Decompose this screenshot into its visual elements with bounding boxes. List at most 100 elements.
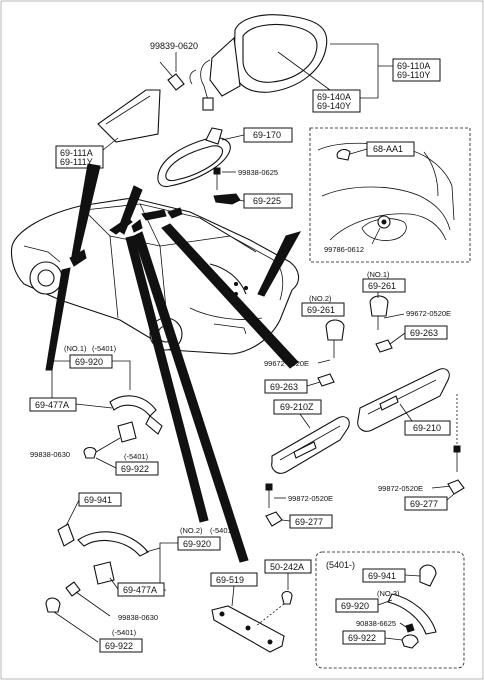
box-69-263-b <box>264 379 308 394</box>
box-69-477A-b <box>117 582 165 597</box>
label-69-110Y: 69-110Y <box>397 70 430 80</box>
label-69-922-b: 69-922 <box>105 641 133 651</box>
box-69-110 <box>392 58 441 82</box>
label-69-140Y: 69-140Y <box>317 101 351 111</box>
sun-visor-left <box>271 416 350 474</box>
screw-99838-0630-b <box>65 581 111 617</box>
label-5401-a: (-5401) <box>92 344 117 353</box>
label-69-261-a: 69-261 <box>368 281 396 291</box>
label-69-170: 69-170 <box>253 130 281 140</box>
label-69-477A-b: 69-477A <box>123 585 157 595</box>
box-69-920-c <box>335 598 379 613</box>
label-69-263-a: 69-263 <box>410 328 438 338</box>
holder-69-277-a <box>265 511 283 527</box>
cover-69-941-b <box>419 564 437 587</box>
box-69-922-c <box>342 630 386 645</box>
clip-50-242A <box>281 590 293 605</box>
screw-99838-0630-a <box>83 437 121 459</box>
cover-69-922-c <box>401 634 419 649</box>
visor-bracket-no1 <box>369 295 389 330</box>
label-99838-0625: 99838-0625 <box>238 168 278 177</box>
leader-beams <box>45 163 302 563</box>
holder-69-277-b <box>447 479 465 495</box>
box-69-920-a <box>69 354 113 369</box>
box-69-140 <box>312 89 361 113</box>
label-69-225: 69-225 <box>253 196 281 206</box>
screw-99872-a <box>265 483 273 508</box>
sun-visor-right <box>357 368 450 432</box>
label-69-210Z: 69-210Z <box>280 402 314 412</box>
screw-99839-0620 <box>159 61 185 91</box>
label-69-111Y: 69-111Y <box>60 157 93 167</box>
inset-5401-frame <box>315 551 465 669</box>
label-5401-plus: (5401-) <box>326 560 355 570</box>
label-99838-0630-a: 99838-0630 <box>30 450 70 459</box>
label-no2-5401: (NO.2) <box>180 526 203 535</box>
box-69-920-b <box>177 536 221 551</box>
label-69-210: 69-210 <box>413 423 441 433</box>
box-69-477A-a <box>29 397 77 412</box>
label-69-477A-a: 69-477A <box>35 400 69 410</box>
label-69-140A: 69-140A <box>317 92 351 102</box>
screw-90838-6625 <box>399 622 415 633</box>
inside-mirror <box>157 127 231 188</box>
label-99786-0612: 99786-0612 <box>324 245 364 254</box>
label-5401-d: (-5401) <box>112 628 137 637</box>
trunk-detail <box>317 142 455 241</box>
box-69-210 <box>404 420 451 436</box>
label-no3: (NO.3) <box>377 589 400 598</box>
label-69-920-a: 69-920 <box>75 357 103 367</box>
cover-69-225 <box>213 193 241 205</box>
label-69-941-a: 69-941 <box>84 495 112 505</box>
box-69-941-b <box>362 568 406 583</box>
assist-handle-no1 <box>109 395 163 443</box>
label-99838-0630-b: 99838-0630 <box>118 613 158 622</box>
label-no2-a: (NO.2) <box>309 294 332 303</box>
label-99872-0520E-b: 99872-0520E <box>378 484 423 493</box>
plate-69-519 <box>211 605 285 653</box>
assist-handle-no2 <box>77 531 149 585</box>
label-69-920-c: 69-920 <box>341 601 369 611</box>
label-69-922-a: 69-922 <box>121 464 149 474</box>
label-5401-c: (-5401) <box>210 526 235 535</box>
visor-bracket-no2 <box>325 319 345 358</box>
cover-69-922-b <box>45 597 61 613</box>
box-69-210Z <box>273 399 322 415</box>
box-69-941-a <box>78 492 122 507</box>
box-69-111 <box>55 145 104 169</box>
label-69-263-b: 69-263 <box>270 382 298 392</box>
label-69-111A: 69-111A <box>60 148 93 158</box>
clip-69-263-b <box>317 373 335 387</box>
label-69-941-b: 69-941 <box>368 571 396 581</box>
label-90838-6625: 90838-6625 <box>356 619 396 628</box>
clip-69-263-a <box>375 339 393 353</box>
label-69-922-c: 69-922 <box>348 633 376 643</box>
label-69-277-a: 69-277 <box>295 517 323 527</box>
box-69-922-a <box>115 461 159 476</box>
label-99672-0520E-b: 99672-0520E <box>264 359 309 368</box>
label-99872-0520E-a: 99872-0520E <box>288 494 333 503</box>
box-69-922-b <box>99 638 143 653</box>
outside-mirror <box>189 14 328 111</box>
box-69-277-b <box>404 496 448 511</box>
label-69-277-b: 69-277 <box>410 499 438 509</box>
label-no1-a: (NO.1) <box>367 270 390 279</box>
label-69-519: 69-519 <box>216 575 244 585</box>
label-99839-0620: 99839-0620 <box>150 41 198 51</box>
box-69-263-a <box>404 325 448 340</box>
label-99672-0520E-a: 99672-0520E <box>406 309 451 318</box>
inner-garnish <box>97 89 161 143</box>
box-69-261-b <box>301 302 345 317</box>
box-69-277-a <box>289 514 333 529</box>
screw-99838-0625 <box>213 167 221 190</box>
cover-69-941-a <box>57 523 75 547</box>
screw-99872-b <box>453 394 461 472</box>
trunk-detail-frame <box>309 127 471 263</box>
assist-handle-no3 <box>387 593 437 635</box>
label-50-242A: 50-242A <box>270 562 304 572</box>
label-69-920-b: 69-920 <box>183 539 211 549</box>
label-69-261-b: 69-261 <box>307 305 335 315</box>
label-5401-b: (-5401) <box>124 452 149 461</box>
